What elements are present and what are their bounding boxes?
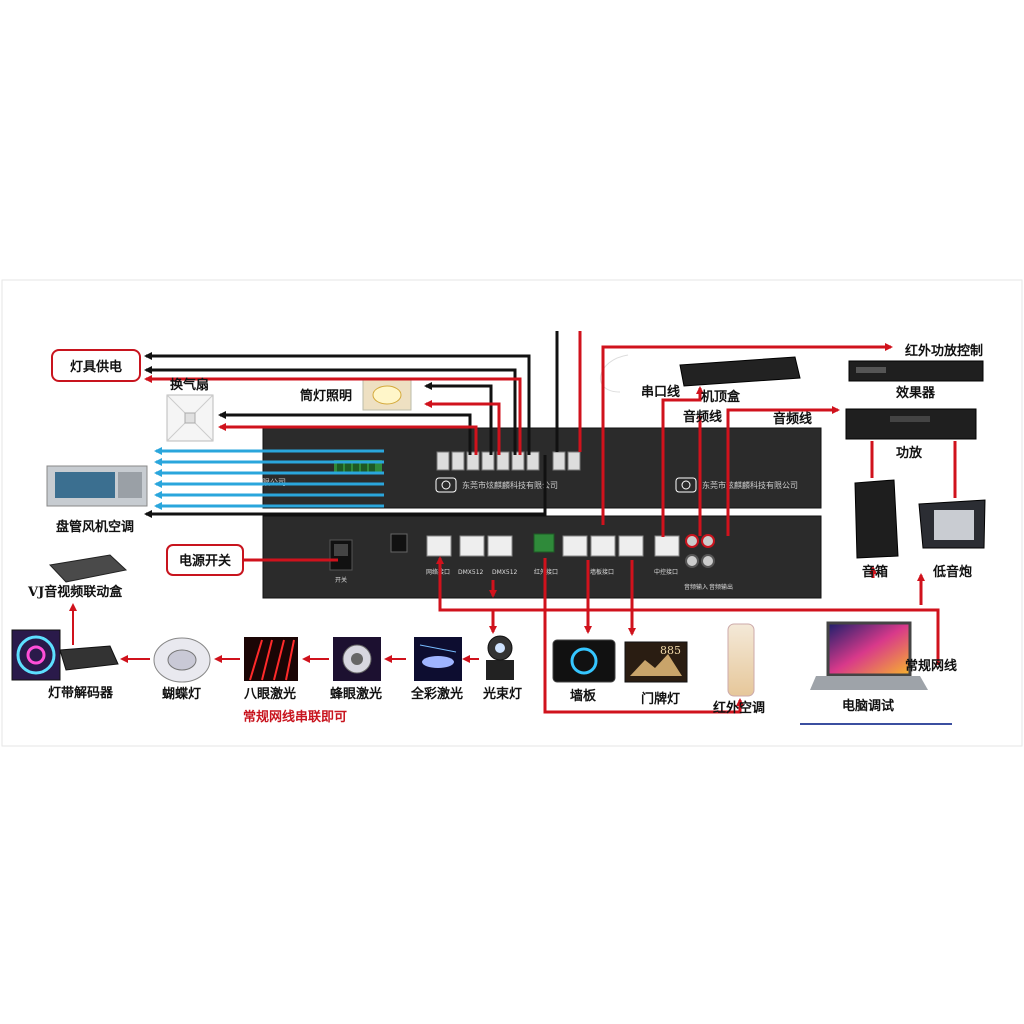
strip-decoder-icon — [11, 629, 119, 681]
bee-eye-laser-label: 蜂眼激光 — [330, 686, 382, 702]
door-sign-digits: 885 — [660, 644, 681, 657]
port-wall-label: 墙板接口 — [590, 568, 614, 576]
vj-box-label: VJ音视频联动盒 — [27, 584, 123, 600]
ir-ac-label: 红外空调 — [713, 700, 765, 716]
port-audio-in-label: 音频输入 — [684, 583, 708, 591]
fan-coil-ac-icon — [46, 465, 148, 507]
lower-port-row — [426, 533, 680, 557]
serial-note-label: 常规网线串联即可 — [243, 709, 347, 725]
port-network-label: 网络接口 — [426, 568, 450, 576]
butterfly-light-icon — [153, 637, 211, 683]
full-color-laser-label: 全彩激光 — [410, 686, 463, 702]
subwoofer-label: 低音炮 — [932, 564, 972, 580]
port-central-label: 中控接口 — [654, 568, 678, 576]
audio-line-1-label: 音频线 — [683, 409, 722, 425]
downlight-label: 筒灯照明 — [300, 388, 352, 404]
downlight-icon — [362, 379, 412, 411]
port-dmx2-label: DMX512 — [492, 569, 518, 576]
diagram-frame — [1, 279, 1023, 747]
full-color-laser-icon — [414, 637, 462, 681]
fan-coil-ac-label: 盘管风机空调 — [56, 519, 134, 535]
wall-panel-icon — [552, 639, 616, 683]
strip-decoder-label: 灯带解码器 — [48, 685, 114, 701]
port-audio-out-label: 音频输出 — [709, 583, 733, 591]
camera-icon — [675, 477, 697, 493]
ir-amp-control-label: 红外功放控制 — [905, 343, 983, 359]
power-switch-rocker — [329, 539, 353, 571]
effects-unit-icon — [848, 360, 984, 382]
ir-ac-icon — [727, 623, 755, 697]
watermark-1: 东莞市炫麒麟科技有限公司 — [462, 480, 558, 490]
speaker-label: 音箱 — [862, 564, 888, 580]
door-sign-light-label: 门牌灯 — [641, 691, 680, 707]
relay-port-row — [436, 451, 581, 471]
butterfly-light-label: 蝴蝶灯 — [162, 686, 201, 702]
beam-light-label: 光束灯 — [482, 686, 522, 702]
settop-box-label: 机顶盒 — [701, 389, 741, 405]
speaker-icon — [854, 479, 899, 559]
controller-lower-panel: 开关 网络接口 DMX512 DMX512 红外接口 墙板接口 中控接口 音频输… — [262, 515, 822, 599]
beam-light-icon — [486, 635, 514, 680]
rca-jacks — [685, 534, 715, 568]
watermark-2: 东莞市炫麒麟科技有限公司 — [702, 480, 798, 490]
dc-jack — [390, 533, 408, 553]
switch-label: 开关 — [335, 576, 347, 584]
amplifier-icon — [845, 408, 977, 440]
exhaust-fan-label: 换气扇 — [170, 377, 209, 393]
port-dmx1-label: DMX512 — [458, 569, 484, 576]
serial-line-label: 串口线 — [641, 384, 680, 400]
subwoofer-icon — [918, 499, 986, 549]
camera-icon — [435, 477, 457, 493]
power-switch-box: 电源开关 — [166, 544, 244, 576]
ac-lines-blue — [154, 447, 384, 510]
door-sign-light-icon: 885 — [624, 641, 688, 683]
control-lines-red — [69, 331, 957, 714]
eight-eye-laser-icon — [244, 637, 298, 681]
lamp-power-box: 灯具供电 — [51, 349, 141, 382]
audio-line-2-label: 音频线 — [773, 411, 812, 427]
eight-eye-laser-label: 八眼激光 — [243, 686, 296, 702]
regular-cable-label: 常规网线 — [905, 658, 957, 674]
bee-eye-laser-icon — [333, 637, 381, 681]
power-switch-label: 电源开关 — [179, 553, 231, 569]
pc-debug-label: 电脑调试 — [842, 698, 894, 714]
ir-antenna-curve — [600, 354, 629, 393]
effects-unit-label: 效果器 — [896, 385, 936, 401]
settop-box-icon — [679, 356, 801, 387]
wall-panel-label: 墙板 — [570, 688, 597, 704]
vj-box-icon — [48, 554, 128, 583]
amplifier-label: 功放 — [896, 445, 923, 461]
power-lines-black — [144, 331, 559, 518]
lamp-power-label: 灯具供电 — [70, 359, 122, 375]
laptop-icon — [810, 621, 928, 690]
exhaust-fan-icon — [166, 394, 214, 442]
